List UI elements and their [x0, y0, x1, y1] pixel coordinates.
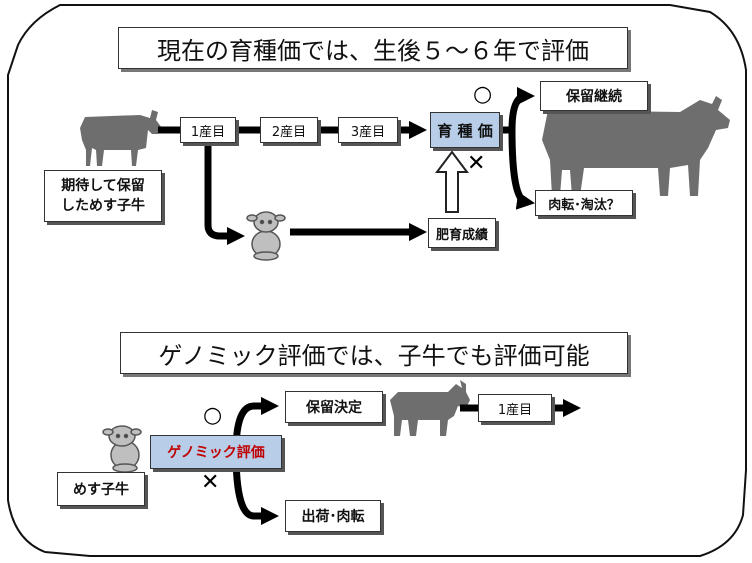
ok-mark-bottom: ○: [203, 403, 223, 428]
bottom-title: ゲノミック評価では、子牛でも評価可能: [120, 332, 628, 374]
top-title: 現在の育種価では、生後５～６年で評価: [118, 27, 628, 69]
step-1-birth: 1産目: [180, 117, 236, 143]
outer-frame: [7, 4, 747, 557]
ng-mark-bottom: ✕: [201, 470, 220, 495]
step-3-birth: 3産目: [338, 117, 398, 143]
fattening-results-box: 肥育成績: [428, 218, 496, 248]
genomic-eval-box: ゲノミック評価: [150, 435, 282, 469]
cow-silhouette-large-icon: [542, 96, 730, 196]
ok-mark-top: ○: [473, 82, 493, 107]
calf-icon-bottom: [102, 425, 142, 473]
first-birth-box: 1産目: [478, 394, 552, 422]
step-2-birth: 2産目: [260, 117, 318, 143]
keep-continue-box: 保留継続: [540, 81, 648, 111]
calf-label-line1: 期待して保留: [61, 178, 145, 194]
meat-cull-box: 肉転･淘汰？: [535, 190, 633, 216]
expected-calf-label: 期待して保留 しためす子牛: [44, 170, 162, 222]
cow-silhouette-small-icon: [80, 110, 162, 166]
ship-meat-box: 出荷･肉転: [285, 500, 381, 532]
calf-icon: [246, 211, 286, 261]
female-calf-label: めす子牛: [57, 472, 145, 506]
keep-decision-box: 保留決定: [285, 391, 383, 423]
calf-label-line2: しためす子牛: [61, 198, 145, 214]
breeding-value-box: 育 種 価: [430, 112, 500, 148]
cow-silhouette-bottom-icon: [390, 380, 470, 436]
ng-mark-top: ✕: [467, 151, 486, 176]
